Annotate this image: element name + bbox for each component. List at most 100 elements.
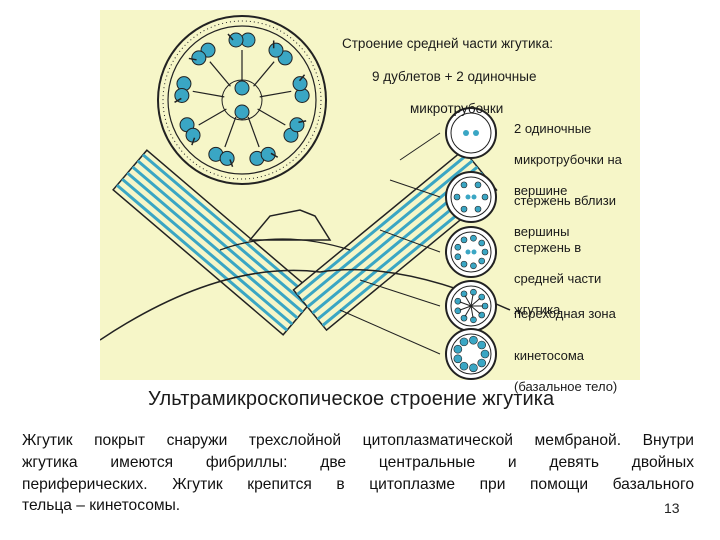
figure-caption: Ультрамикроскопическое строение жгутика — [148, 388, 555, 410]
label-line: средней части — [514, 270, 602, 286]
radial-spoke — [209, 61, 231, 87]
microtubule-line — [136, 159, 309, 308]
transition-spoke — [470, 297, 481, 307]
level-cross-sections — [445, 107, 497, 380]
label-line: стержень в — [514, 239, 582, 255]
peripheral-tubule — [477, 358, 487, 368]
label-kinetosome: кинетосома (базальное тело) — [514, 332, 617, 410]
microtubule-line — [116, 184, 288, 332]
peripheral-tubule — [453, 354, 463, 364]
microtubule-line — [142, 153, 314, 301]
membrane-dots — [162, 20, 322, 180]
peripheral-tubule — [454, 253, 462, 261]
label-line: кинетосома — [514, 347, 585, 363]
flagellum-diagram: Строение средней части жгутика: 9 дублет… — [100, 10, 640, 394]
label-middle: стержень в средней части жгутика — [514, 224, 601, 333]
peripheral-tubule — [470, 288, 477, 296]
doublet-b — [260, 146, 276, 162]
peripheral-tubule — [478, 257, 486, 265]
doublet-b — [292, 76, 308, 92]
central-sheath — [221, 79, 263, 121]
radial-spoke — [253, 61, 275, 87]
figure-title-line: 9 дублетов + 2 одиночные — [372, 68, 537, 84]
leader-line — [379, 229, 441, 253]
dynein-arm — [227, 33, 234, 41]
figure-title-line: Строение средней части жгутика: — [342, 36, 553, 52]
figure-title: Строение средней части жгутика: 9 дублет… — [342, 20, 553, 133]
dynein-arm — [298, 120, 307, 123]
leader-line — [359, 279, 441, 307]
label-transition: переходная зона — [514, 290, 616, 337]
radial-spoke — [259, 90, 292, 98]
transition-spoke — [459, 305, 472, 311]
central-tubule — [234, 80, 250, 96]
level-section — [445, 107, 497, 159]
axoneme-cross-section — [157, 15, 327, 185]
peripheral-tubule — [470, 262, 477, 270]
peripheral-tubule — [460, 260, 468, 268]
transition-spoke — [464, 295, 472, 307]
label-line: микротрубочки на — [514, 151, 622, 167]
peripheral-tubule — [478, 239, 486, 247]
transition-spoke — [470, 294, 474, 307]
peripheral-tubule — [459, 337, 469, 347]
central-tubule — [471, 249, 477, 255]
level-section-inner — [450, 176, 492, 218]
page-number: 13 — [664, 500, 680, 516]
peripheral-tubule — [454, 297, 462, 305]
peripheral-tubule — [453, 344, 463, 354]
central-tubule — [234, 104, 250, 120]
transition-spoke — [464, 305, 472, 317]
peripheral-tubule — [470, 316, 477, 324]
radial-spoke — [198, 108, 227, 126]
label-line: жгутика — [514, 301, 561, 317]
central-tubule — [465, 194, 471, 200]
peripheral-tubule — [460, 314, 468, 322]
peripheral-tubule — [474, 205, 482, 213]
peripheral-tubule — [460, 236, 468, 244]
figure-title-line: микротрубочки — [410, 100, 504, 116]
doublet-b — [289, 117, 305, 133]
peripheral-tubule — [453, 193, 461, 201]
transition-spoke — [470, 305, 474, 318]
dynein-arm — [270, 152, 279, 158]
peripheral-tubule — [469, 335, 478, 345]
dynein-arm — [191, 137, 196, 146]
paragraph-line: тельца – кинетосомы. — [22, 497, 181, 515]
longitudinal-section — [100, 148, 511, 341]
radial-spoke — [192, 90, 225, 98]
paragraph-line: жгутика имеются фибриллы: две центральны… — [22, 453, 694, 471]
single-tubule — [463, 130, 469, 136]
label-line: переходная зона — [514, 305, 616, 321]
diagram-drawing — [100, 15, 511, 380]
label-line: 2 одиночные — [514, 120, 592, 136]
paragraph-line: Жгутик покрыт снаружи трехслойной цитопл… — [22, 432, 694, 449]
microtubule-line — [121, 177, 294, 326]
leader-line — [339, 309, 441, 355]
membrane-inner — [167, 25, 317, 175]
level-section — [445, 171, 497, 223]
level-section-inner — [450, 285, 492, 327]
peripheral-tubule — [470, 234, 477, 242]
label-line: стержень вблизи — [514, 192, 616, 208]
cell-membrane — [100, 268, 511, 341]
peripheral-tubule — [481, 248, 489, 256]
level-section-inner — [450, 112, 492, 154]
doublet-b — [268, 42, 284, 58]
leader-lines — [339, 132, 441, 355]
peripheral-tubule — [454, 307, 462, 315]
dynein-arm — [188, 57, 197, 61]
label-tip: 2 одиночные микротрубочки на вершине — [514, 105, 622, 214]
level-section — [445, 226, 497, 278]
radial-spoke — [257, 108, 286, 126]
basal-plate — [248, 209, 332, 241]
label-line: вершины — [514, 223, 570, 239]
dynein-arm — [298, 74, 306, 82]
doublet-b — [191, 50, 207, 66]
doublet-b — [174, 87, 190, 103]
label-line: (базальное тело) — [514, 378, 618, 394]
peripheral-tubule — [481, 193, 489, 201]
label-near-tip: стержень вблизи вершины — [514, 177, 616, 255]
level-section-inner — [450, 231, 492, 273]
paragraph-line: периферических. Жгутик крепится в цитопл… — [22, 475, 694, 493]
